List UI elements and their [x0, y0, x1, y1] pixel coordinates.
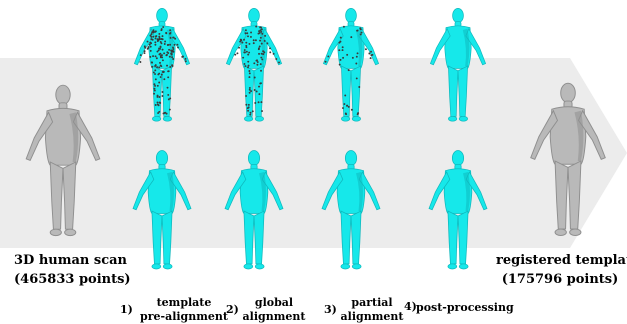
step-3-label-line2: alignment — [336, 309, 408, 324]
step-3-number: 3) — [324, 303, 337, 316]
step-2-label-line2: alignment — [238, 309, 310, 324]
step-1-number: 1) — [120, 303, 133, 316]
step-4-number: 4) — [404, 300, 417, 313]
output-template-count: (175796 points) — [496, 271, 624, 289]
step-4-label-line1: post-processing — [416, 300, 512, 315]
step-1-label-line1: template — [140, 295, 228, 310]
input-scan-count: (465833 points) — [14, 271, 126, 289]
step-1-label-line2: pre-alignment — [140, 309, 228, 324]
step-2-label-line1: global — [238, 295, 310, 310]
input-scan-title: 3D human scan — [14, 252, 126, 270]
step-2-number: 2) — [226, 303, 239, 316]
step-3-label-line1: partial — [336, 295, 408, 310]
output-template-title: registered template — [496, 252, 624, 270]
